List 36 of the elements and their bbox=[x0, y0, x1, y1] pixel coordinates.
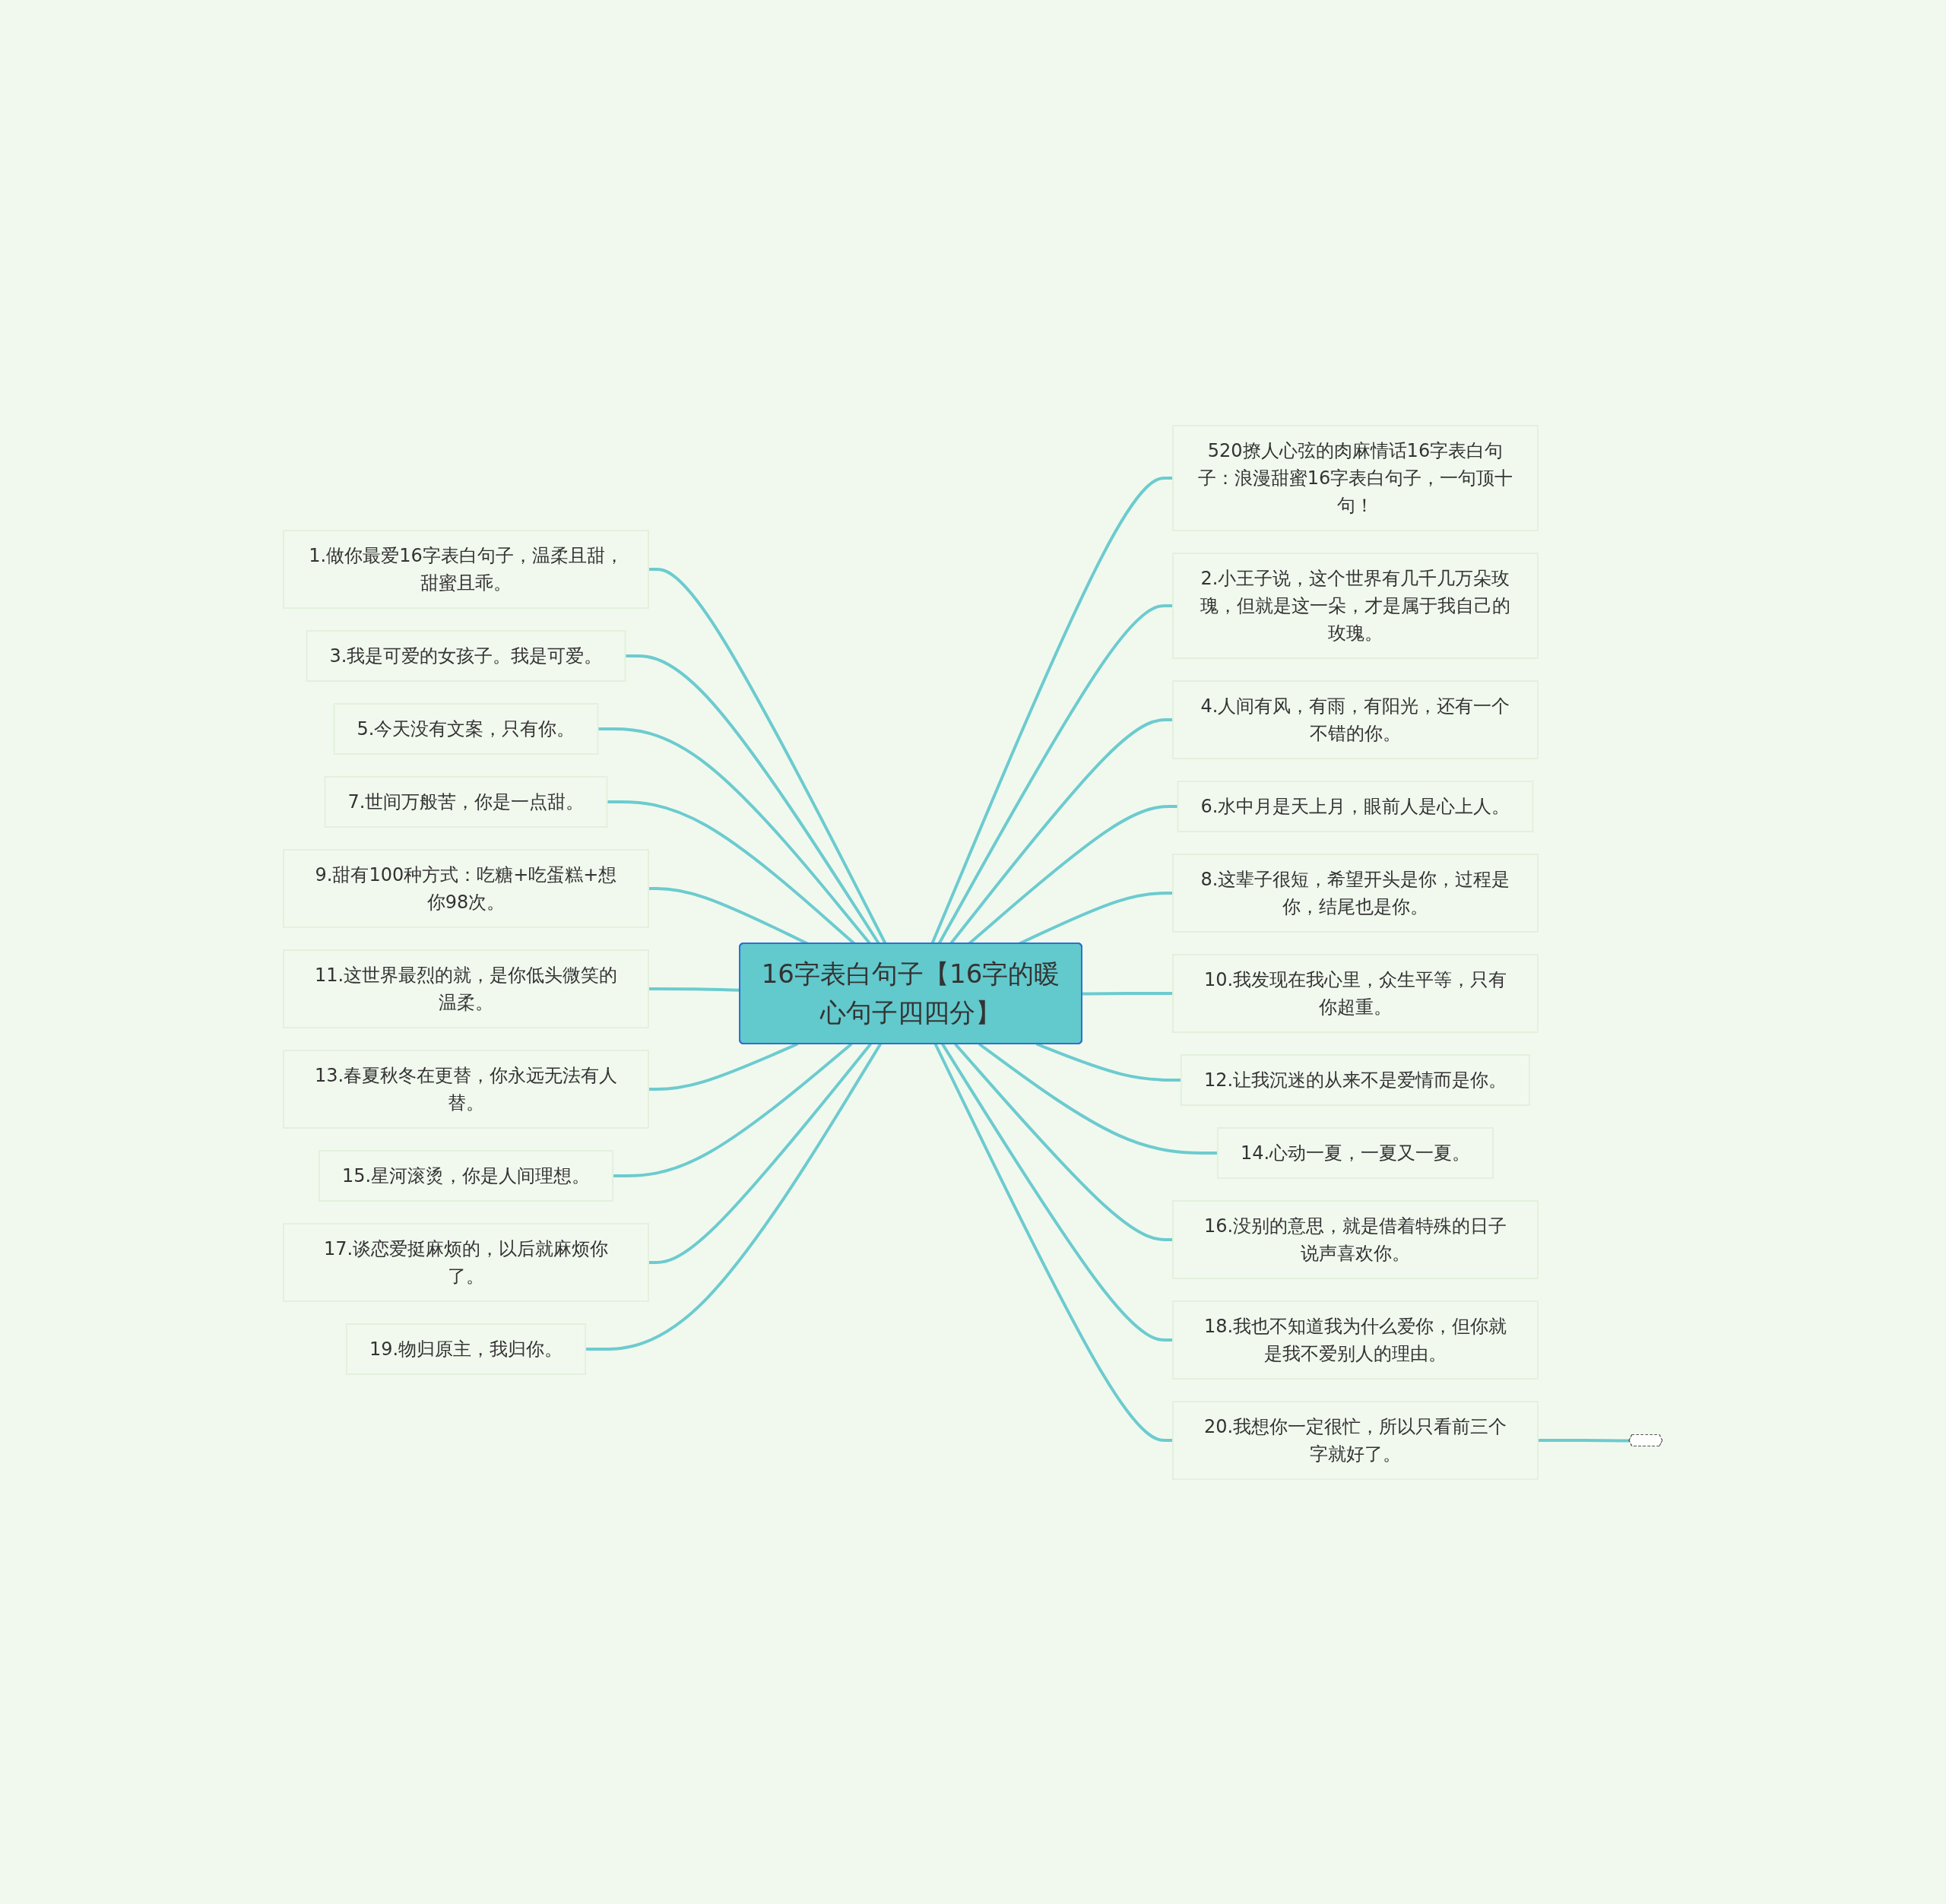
node-box: 14.心动一夏，一夏又一夏。 bbox=[1217, 1126, 1494, 1179]
node-box: 11.这世界最烈的就，是你低头微笑的温柔。 bbox=[283, 949, 650, 1028]
connector bbox=[1082, 991, 1174, 995]
connector bbox=[933, 1043, 1174, 1442]
node-box: 20.我想你一定很忙，所以只看前三个字就好了。 bbox=[1172, 1400, 1539, 1480]
node-box: 17.谈恋爱挺麻烦的，以后就麻烦你了。 bbox=[283, 1222, 650, 1302]
connector bbox=[1538, 1438, 1630, 1442]
connector bbox=[613, 1042, 853, 1177]
connector bbox=[930, 476, 1174, 944]
node-box: 12.让我沉迷的从来不是爱情而是你。 bbox=[1181, 1053, 1531, 1106]
node-box: 1.做你最爱16字表白句子，温柔且甜，甜蜜且乖。 bbox=[283, 529, 650, 609]
connector bbox=[648, 567, 887, 944]
node-box: 8.这辈子很短，希望开头是你，过程是你，结尾也是你。 bbox=[1172, 853, 1539, 933]
node-box: 16.没别的意思，就是借着特殊的日子说声喜欢你。 bbox=[1172, 1199, 1539, 1279]
node-box: 3.我是可爱的女孩子。我是可爱。 bbox=[306, 629, 626, 682]
connector bbox=[937, 604, 1174, 944]
node-box: 10.我发现在我心里，众生平等，只有你超重。 bbox=[1172, 953, 1539, 1033]
node-box: 7.世间万般苦，你是一点甜。 bbox=[324, 775, 608, 828]
connector bbox=[978, 1042, 1219, 1155]
node-box: 6.水中月是天上月，眼前人是心上人。 bbox=[1177, 780, 1534, 832]
connector bbox=[954, 1042, 1174, 1241]
node-box: 18.我也不知道我为什么爱你，但你就是我不爱别人的理由。 bbox=[1172, 1300, 1539, 1380]
connector bbox=[1035, 1042, 1182, 1082]
node-box: 13.春夏秋冬在更替，你永远无法有人替。 bbox=[283, 1049, 650, 1129]
node-box: 9.甜有100种方式：吃糖+吃蛋糕+想你98次。 bbox=[283, 848, 650, 928]
node-box: 19.物归原主，我归你。 bbox=[346, 1323, 587, 1375]
node-box: 2.小王子说，这个世界有几千几万朵玫瑰，但就是这一朵，才是属于我自己的玫瑰。 bbox=[1172, 552, 1539, 659]
node-box: 5.今天没有文案，只有你。 bbox=[333, 702, 599, 755]
connector bbox=[585, 1042, 883, 1351]
node-box: 15.星河滚烫，你是人间理想。 bbox=[319, 1149, 614, 1202]
connector bbox=[648, 987, 740, 992]
node-box: 520撩人心弦的肉麻情话16字表白句子：浪漫甜蜜16字表白句子，一句顶十句！ bbox=[1172, 424, 1539, 531]
connector bbox=[941, 1042, 1174, 1342]
connector bbox=[648, 1042, 873, 1264]
node-box: 4.人间有风，有雨，有阳光，还有一个不错的你。 bbox=[1172, 680, 1539, 759]
connector bbox=[648, 1042, 799, 1091]
